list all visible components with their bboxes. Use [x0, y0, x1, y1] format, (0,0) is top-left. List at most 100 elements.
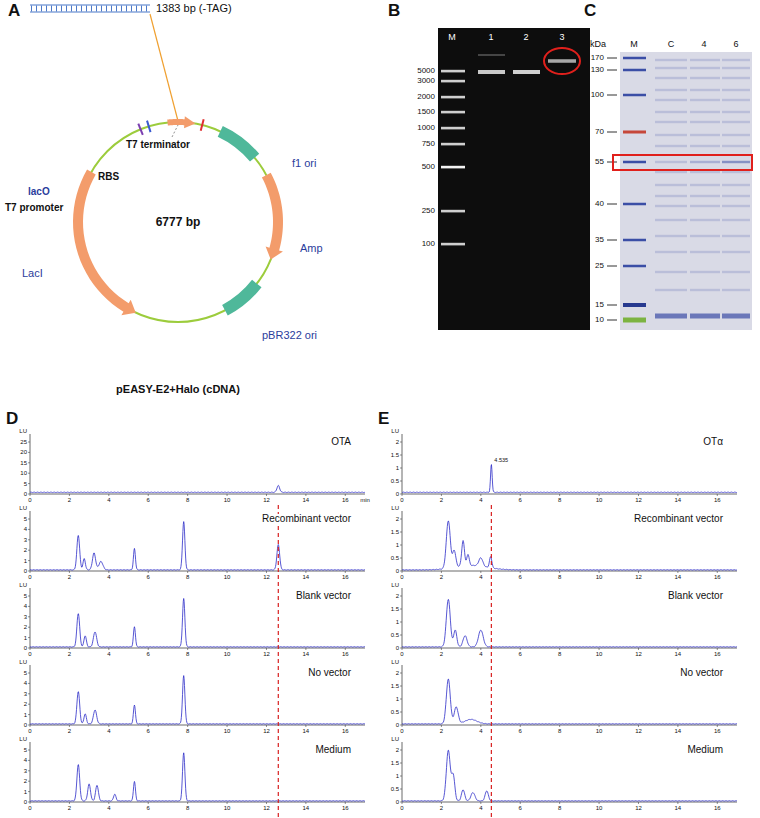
tick-mark [266, 494, 267, 496]
axis-unit: LU [19, 505, 27, 511]
axis-tick: 2 [440, 805, 443, 811]
axis-tick: 14 [303, 574, 310, 580]
tick-mark [480, 802, 481, 804]
axis-tick: 14 [303, 805, 310, 811]
tick-mark [28, 673, 30, 674]
axis-tick: 4 [479, 574, 482, 580]
protein-bands [722, 271, 750, 273]
size-marker: 3000 [417, 77, 435, 85]
protein-bands [623, 303, 646, 307]
tick-mark [227, 648, 228, 650]
axis-tick: 0 [400, 574, 403, 580]
axis-tick: 0.5 [391, 555, 399, 561]
axis-tick: 16 [342, 497, 349, 503]
axis-tick: 4 [479, 805, 482, 811]
trace-line [402, 521, 737, 570]
lane-label: 3 [559, 33, 564, 42]
axis-tick: 0 [396, 491, 399, 497]
axis-tick: 2 [440, 728, 443, 734]
protein-bands [655, 77, 687, 79]
tick-mark [28, 606, 30, 607]
axis-tick: 4 [107, 651, 110, 657]
tick-mark [638, 648, 639, 650]
axis-tick: 0 [400, 497, 403, 503]
axis-tick: 0 [28, 574, 31, 580]
protein-bands [623, 57, 646, 60]
protein-bands [722, 251, 750, 253]
tick-mark [28, 781, 30, 782]
feature-label: lacO [28, 187, 50, 197]
axis-tick: 0 [28, 651, 31, 657]
panel-letter: C [584, 2, 596, 19]
tick-mark [638, 494, 639, 496]
panel-letter: B [388, 2, 400, 19]
axis-tick: 14 [675, 651, 682, 657]
x-axis [30, 802, 365, 803]
chromatogram-panel: Recombinant vector [30, 511, 365, 571]
gel-bands [441, 96, 465, 99]
axis-tick: 14 [303, 728, 310, 734]
axis-tick: 2 [440, 574, 443, 580]
axis-tick: 14 [303, 497, 310, 503]
y-axis [402, 434, 403, 494]
tick-mark [400, 673, 402, 674]
protein-bands [690, 111, 720, 113]
axis-tick: 8 [186, 805, 189, 811]
protein-bands [722, 235, 750, 237]
axis-tick: 4 [24, 757, 27, 763]
protein-bands [655, 134, 687, 136]
tick-mark [520, 725, 521, 727]
peak-label: 4.535 [494, 458, 508, 464]
axis-tick: 1 [396, 465, 399, 471]
size-marker: 2000 [417, 93, 435, 101]
axis-tick: 10 [224, 651, 231, 657]
axis-tick: 10 [224, 497, 231, 503]
protein-bands [722, 77, 750, 79]
trace-line [30, 676, 365, 725]
tick-mark [441, 648, 442, 650]
axis-tick: 16 [714, 651, 721, 657]
x-axis [30, 725, 365, 726]
size-marker: 1000 [417, 124, 435, 132]
axis-tick: 2 [396, 593, 399, 599]
axis-tick: 6 [519, 574, 522, 580]
panel-letter: A [8, 2, 20, 19]
lane-label: M [448, 33, 456, 42]
tick-mark [69, 571, 70, 573]
lane-label: 6 [733, 40, 738, 49]
tick-mark [400, 648, 402, 649]
axis-tick: 8 [186, 497, 189, 503]
tick-mark [480, 494, 481, 496]
protein-bands [690, 89, 720, 91]
axis-tick: 2 [68, 574, 71, 580]
axis-tick: 12 [635, 805, 642, 811]
protein-bands [655, 289, 687, 291]
protein-bands [722, 59, 750, 61]
sample-name: No vector [306, 668, 353, 678]
lane-label: M [630, 40, 638, 49]
plasmid-map: 6777 bppEASY-E2+Halo (cDNA) [78, 122, 278, 322]
x-axis [402, 494, 737, 495]
protein-bands [623, 131, 646, 134]
axis-tick: 16 [342, 805, 349, 811]
axis-tick: 10 [596, 497, 603, 503]
dna-rungs [31, 6, 150, 12]
chromatogram-panel: Medium [30, 742, 365, 802]
axis-tick: 2 [68, 728, 71, 734]
unit-label: kDa [590, 40, 606, 49]
tick-mark [28, 452, 30, 453]
tick-mark [28, 725, 30, 726]
axis-tick: 6 [519, 805, 522, 811]
protein-bands [623, 239, 646, 242]
size-marker: 15 [595, 301, 604, 309]
tick-mark [28, 462, 30, 463]
sample-name: OTα [701, 437, 725, 447]
protein-bands [655, 184, 687, 186]
axis-tick: 6 [147, 497, 150, 503]
plasmid-size: 6777 bp [156, 216, 201, 228]
tick-mark [28, 648, 30, 649]
axis-tick: 12 [635, 651, 642, 657]
tick-mark [305, 494, 306, 496]
axis-tick: 2 [68, 805, 71, 811]
tick-mark [717, 802, 718, 804]
